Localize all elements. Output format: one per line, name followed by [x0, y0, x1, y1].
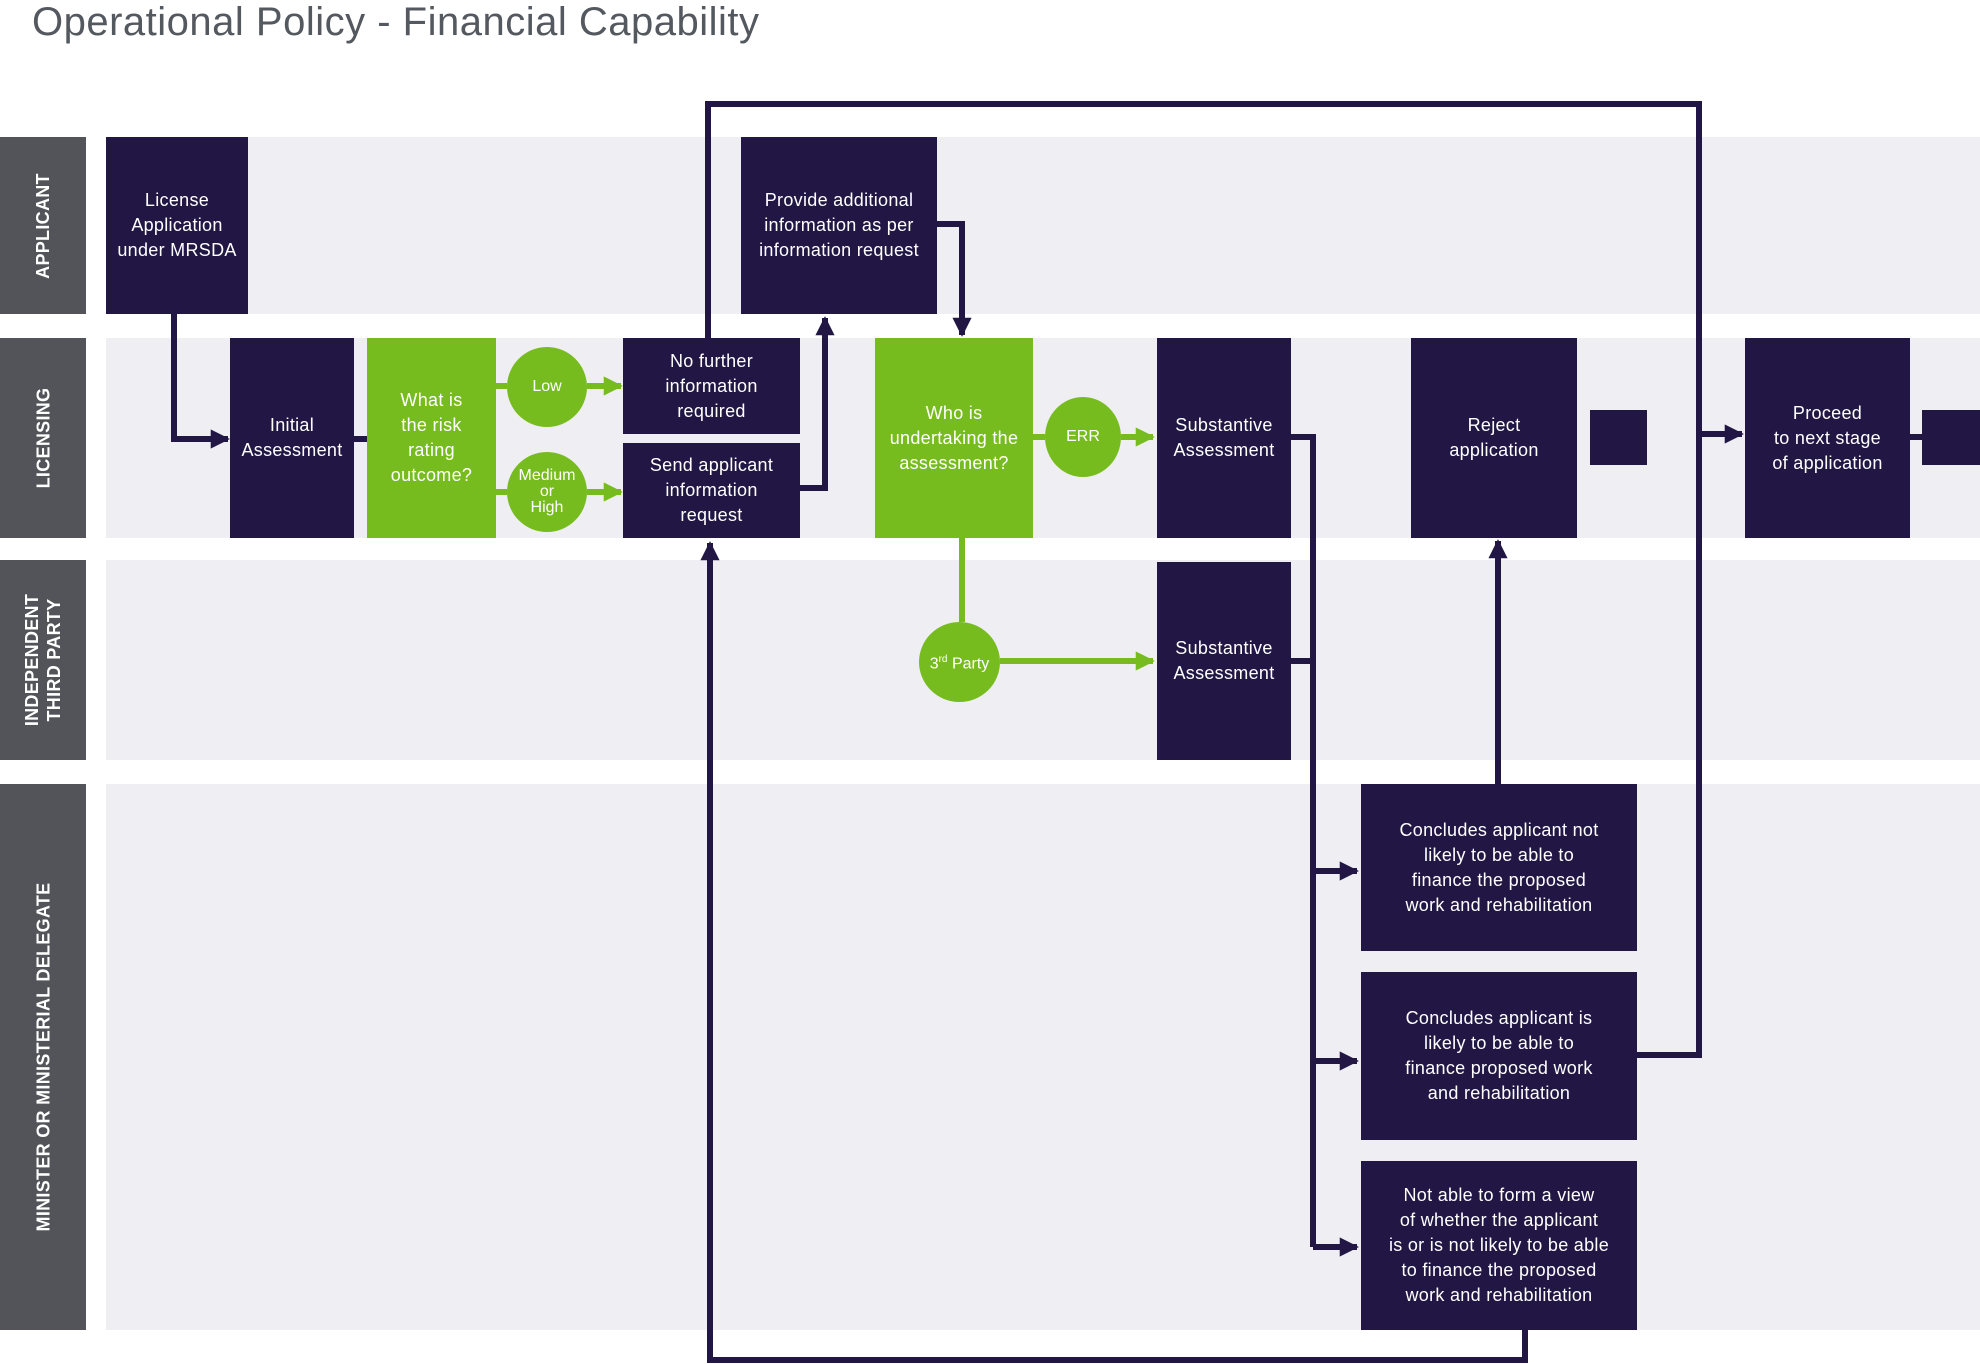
- node-proceed-next-stage: Proceed to next stage of application: [1745, 338, 1910, 538]
- node-reject-application: Reject application: [1411, 338, 1577, 538]
- node-concludes-not-likely: Concludes applicant not likely to be abl…: [1361, 784, 1637, 951]
- page-title: Operational Policy - Financial Capabilit…: [32, 0, 760, 44]
- connector-not-able-loop-back: [700, 541, 1528, 1363]
- connector-likely-to-top: [1637, 434, 1702, 1058]
- node-substantive-assessment-licensing: Substantive Assessment: [1157, 338, 1291, 538]
- node-third-party: 3rd Party: [919, 622, 1000, 702]
- node-no-further-info: No further information required: [623, 338, 800, 434]
- connector-substantive-licensing-out: [1291, 434, 1316, 1247]
- lane-label-third-party: INDEPENDENT THIRD PARTY: [0, 560, 86, 760]
- connector-loop-top-to-proceed: [705, 101, 1744, 444]
- lane-applicant-bg: [106, 137, 1980, 314]
- node-err: ERR: [1045, 397, 1121, 477]
- node-third-party-label: 3rd Party: [929, 653, 990, 673]
- lane-label-applicant: APPLICANT: [0, 137, 86, 314]
- node-not-able-to-form-view: Not able to form a view of whether the a…: [1361, 1161, 1637, 1330]
- lane-label-licensing: LICENSING: [0, 338, 86, 538]
- node-concludes-likely: Concludes applicant is likely to be able…: [1361, 972, 1637, 1140]
- node-reject-small-marker: [1590, 410, 1647, 465]
- node-next-stage-partial: [1922, 410, 1980, 465]
- node-medium-high-outcome: Medium or High: [507, 452, 587, 532]
- connector-send-to-provide: [800, 316, 835, 491]
- node-provide-additional-info: Provide additional information as per in…: [741, 137, 937, 314]
- connector-provide-to-who: [937, 221, 972, 337]
- connector-application-to-initial: [171, 314, 230, 449]
- node-substantive-assessment-third-party: Substantive Assessment: [1157, 562, 1291, 760]
- node-send-info-request: Send applicant information request: [623, 443, 800, 538]
- node-who-undertaking-decision: Who is undertaking the assessment?: [875, 338, 1033, 538]
- node-initial-assessment: Initial Assessment: [230, 338, 354, 538]
- node-license-application: License Application under MRSDA: [106, 137, 248, 314]
- node-risk-rating-decision: What is the risk rating outcome?: [367, 338, 496, 538]
- node-low-outcome: Low: [507, 347, 587, 427]
- lane-label-minister: MINISTER OR MINISTERIAL DELEGATE: [0, 784, 86, 1330]
